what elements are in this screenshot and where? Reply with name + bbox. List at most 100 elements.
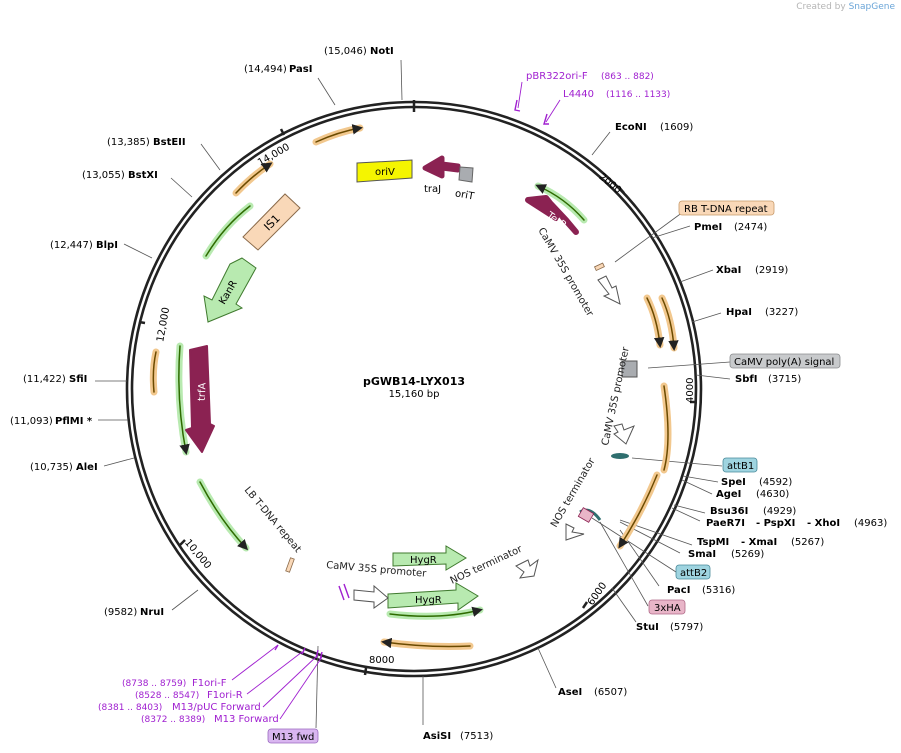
orf-arc-right1 bbox=[646, 297, 665, 348]
orit-feature: oriT bbox=[454, 166, 476, 203]
attb1-feature bbox=[611, 453, 629, 459]
promoter-arrows bbox=[353, 275, 635, 609]
primer-range-m13puc: (8381 .. 8403) bbox=[98, 703, 162, 713]
site-name-xmai: - XmaI bbox=[741, 537, 777, 548]
site-name-stui: StuI bbox=[636, 622, 659, 633]
leader-stui bbox=[611, 587, 637, 623]
site-name-econi: EcoNI bbox=[615, 122, 647, 133]
nos-terminator-arrow-bottom bbox=[515, 558, 539, 579]
kanr-feature: KanR bbox=[203, 257, 257, 323]
boxed-labels: RB T-DNA repeat CaMV poly(A) signal attB… bbox=[267, 200, 841, 744]
site-pos-bstxi: (13,055) bbox=[82, 170, 125, 181]
attb1-box bbox=[722, 457, 758, 473]
green-orfs bbox=[175, 182, 588, 620]
site-name-bstxi: BstXI bbox=[128, 170, 158, 181]
site-pos-sfii: (11,422) bbox=[23, 374, 66, 385]
oriv-feature: oriV bbox=[356, 159, 413, 183]
primer-name-m13fwd: M13 Forward bbox=[214, 714, 279, 725]
site-pos-pasi: (14,494) bbox=[244, 64, 287, 75]
leader-xbai bbox=[679, 269, 714, 283]
orf-green-upper-left bbox=[205, 205, 251, 257]
site-name-nrui: NruI bbox=[140, 607, 164, 618]
primer-mark-pbr322 bbox=[514, 99, 521, 112]
primer-mark-f1orif bbox=[274, 644, 279, 651]
site-name-hpai: HpaI bbox=[726, 307, 752, 318]
m13fwd-box-label: M13 fwd bbox=[272, 732, 314, 743]
primer-line-f1orif bbox=[231, 644, 279, 681]
leader-xhoi bbox=[671, 507, 701, 522]
site-name-xbai: XbaI bbox=[716, 265, 741, 276]
tick-mark-14000 bbox=[279, 128, 286, 136]
orf-green-bottom bbox=[389, 606, 483, 617]
primer-range-f1orif: (8738 .. 8759) bbox=[122, 679, 186, 689]
site-name-sfii: SfiI bbox=[69, 374, 87, 385]
leader-attb2 bbox=[591, 517, 677, 573]
site-pos-noti: (15,046) bbox=[324, 46, 367, 57]
site-name-pflmi: PflMI * bbox=[55, 416, 93, 427]
site-pos-smai: (5269) bbox=[731, 549, 764, 560]
primer-mark-l4440 bbox=[543, 113, 549, 125]
leader-spei bbox=[682, 475, 719, 483]
site-pos-bsu36i: (4929) bbox=[763, 506, 796, 517]
leader-nrui bbox=[171, 589, 199, 611]
camv-polya-feature bbox=[621, 360, 638, 378]
camv-promoter-arrow-right-mid bbox=[613, 423, 635, 445]
orf-green-top-right bbox=[535, 184, 585, 221]
leader-hpai bbox=[691, 312, 722, 323]
leader-alei bbox=[103, 457, 135, 467]
tick-mark-2000 bbox=[618, 186, 625, 194]
attb1-box-label: attB1 bbox=[727, 461, 754, 472]
leader-noti bbox=[400, 59, 403, 101]
camv-promoter-label-top: CaMV 35S promoter bbox=[535, 226, 595, 319]
orf-arc-bottom bbox=[381, 637, 471, 649]
site-pos-xmai: (5267) bbox=[791, 537, 824, 548]
rb-box bbox=[678, 200, 775, 216]
site-name-sbfi: SbfI bbox=[735, 374, 757, 385]
orf-arc-right2 bbox=[661, 297, 679, 351]
tick-2000: 2000 bbox=[596, 171, 623, 196]
primer-markers bbox=[274, 99, 549, 661]
site-name-tspmi: TspMI bbox=[697, 537, 729, 548]
orf-arc-left-line bbox=[152, 351, 157, 393]
primer-line-m13puc bbox=[262, 654, 319, 708]
plasmid-name: pGWB14-LYX013 bbox=[363, 375, 465, 388]
site-pos-hpai: (3227) bbox=[765, 307, 798, 318]
site-name-asisi: AsiSI bbox=[423, 731, 451, 742]
primer-name-pbr322: pBR322ori-F bbox=[526, 71, 588, 82]
site-name-smai: SmaI bbox=[688, 549, 716, 560]
leader-agei bbox=[681, 479, 713, 495]
primer-labels: pBR322ori-F (863 .. 882) L4440 (1116 .. … bbox=[98, 71, 670, 725]
is1-feature: IS1 bbox=[242, 193, 301, 251]
primer-line-pbr322 bbox=[517, 81, 523, 109]
primer-line-f1orir bbox=[246, 651, 303, 695]
primer-name-f1orif: F1ori-F bbox=[192, 678, 227, 689]
rb-box-label: RB T-DNA repeat bbox=[684, 204, 768, 215]
site-name-pspxi: - PspXI bbox=[756, 518, 795, 529]
primer-name-m13puc: M13/pUC Forward bbox=[172, 702, 261, 713]
site-pos-asei: (6507) bbox=[594, 687, 627, 698]
site-name-noti: NotI bbox=[370, 46, 394, 57]
primer-range-pbr322: (863 .. 882) bbox=[601, 72, 654, 82]
site-name-asei: AseI bbox=[558, 687, 582, 698]
leader-m13fwd bbox=[315, 645, 319, 729]
site-pos-xhoi: (4963) bbox=[854, 518, 887, 529]
leader-sbfi bbox=[695, 374, 731, 380]
tick-8000: 8000 bbox=[369, 655, 394, 666]
rb-tdna-marker bbox=[593, 262, 605, 272]
primer-line-l4440 bbox=[545, 99, 561, 123]
snapgene-brand: SnapGene bbox=[848, 2, 895, 12]
site-pos-bsteii: (13,385) bbox=[107, 137, 150, 148]
leader-attb1 bbox=[631, 457, 723, 467]
leader-rb bbox=[614, 211, 684, 263]
leader-bsteii bbox=[200, 143, 221, 171]
site-pos-agei: (4630) bbox=[756, 489, 789, 500]
site-name-blpi: BlpI bbox=[96, 240, 118, 251]
m13fwd-box bbox=[267, 728, 319, 744]
site-labels: (15,046) NotI (14,494) PasI (13,385) Bst… bbox=[10, 46, 887, 742]
trfa-feature: trfA bbox=[185, 345, 215, 453]
leader-3xha bbox=[599, 521, 649, 607]
site-name-pasi: PasI bbox=[289, 64, 312, 75]
site-pos-pmei: (2474) bbox=[734, 222, 767, 233]
primer-line-m13fwd bbox=[279, 656, 323, 720]
ha-tag-feature bbox=[577, 507, 595, 523]
